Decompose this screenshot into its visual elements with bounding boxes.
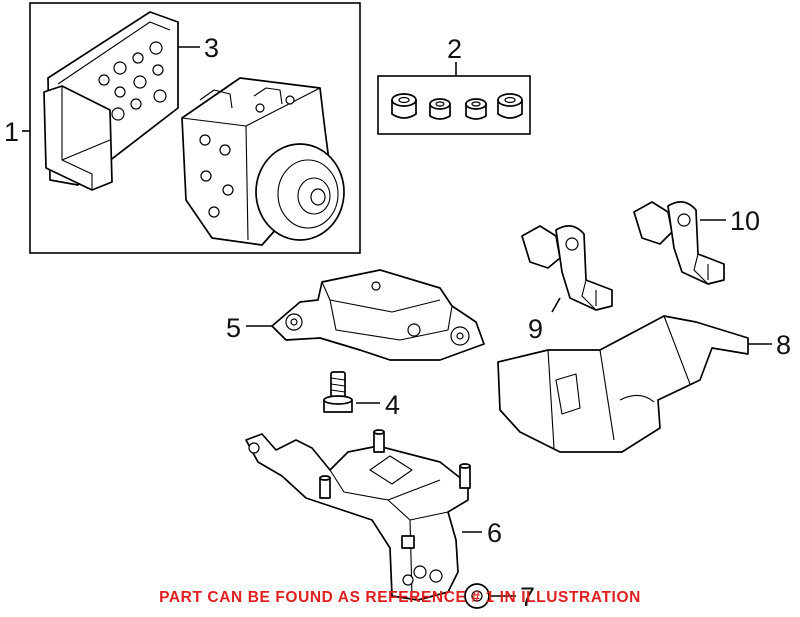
mounting-plate [271,269,485,361]
nut [464,583,490,609]
sensor-10 [633,201,725,285]
callout-10: 10 [730,206,760,236]
callout-9-leader [551,297,561,313]
reference-notice: PART CAN BE FOUND AS REFERENCE # 1 IN IL… [159,589,641,606]
heat-shield [497,315,749,453]
assembly-frame [29,2,361,254]
control-module [43,11,179,191]
callout-5: 5 [226,313,241,343]
callout-8: 8 [776,330,791,360]
callout-1: 1 [4,117,19,147]
bolt [323,371,353,413]
hydraulic-unit [181,77,345,246]
callout-4: 4 [385,390,400,420]
callout-9: 9 [528,314,543,344]
callout-6: 6 [487,518,502,548]
callout-2: 2 [447,34,462,64]
callout-3: 3 [204,33,219,63]
sensor-9 [521,225,613,311]
bushings [391,93,523,120]
callout-7: 7 [520,582,535,612]
bushing-frame [377,75,531,135]
mounting-bracket [245,429,471,601]
